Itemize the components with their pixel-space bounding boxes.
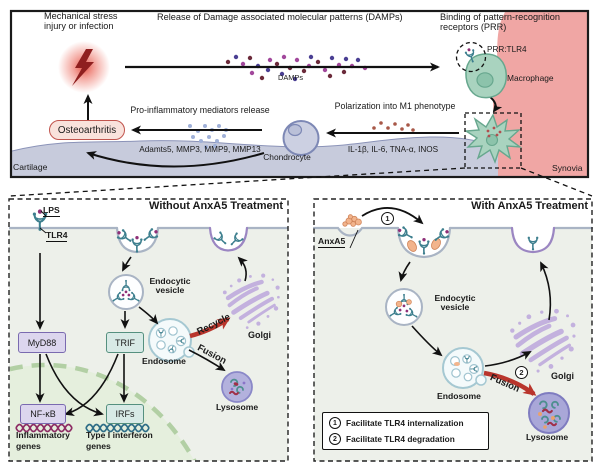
synovia-region	[492, 12, 587, 176]
prr-dashed-circle	[455, 41, 487, 73]
endosome-label-right: Endosome	[437, 391, 481, 401]
arrow-mmp-to-oa	[86, 151, 265, 168]
nfkb-box: NF-κB	[20, 404, 66, 424]
mechanical-stress-label: Mechanical stress injury or infection	[44, 11, 118, 31]
cytokine-dots	[372, 121, 415, 132]
arrow-recycle-red	[189, 317, 231, 339]
chondrocyte-label: Chondrocyte	[263, 152, 311, 162]
lysosome-right	[528, 392, 570, 434]
endosome-left	[148, 318, 195, 362]
cytokines-label: IL-1β, IL-6, TNA-α, INOS	[347, 145, 439, 154]
arrow-fusion-left	[188, 349, 226, 372]
endosome-right	[442, 347, 487, 389]
m1-macrophage-cell	[463, 113, 523, 164]
step1-badge: 1	[381, 212, 394, 225]
legend-box: 1 Facilitate TLR4 internalization 2 Faci…	[322, 412, 489, 450]
golgi-label-left: Golgi	[248, 330, 271, 340]
anxa5-label: AnxA5	[318, 236, 346, 248]
release-damps-title: Release of Damage associated molecular p…	[157, 12, 403, 22]
lps-label: LPS	[43, 205, 60, 217]
cartilage-label: Cartilage	[13, 162, 48, 172]
inflammatory-genes-dna	[15, 423, 73, 433]
pro-inflammatory-label: Pro-inflammatory mediators release	[130, 105, 270, 115]
arrow-golgi-cup	[237, 256, 248, 282]
arrow-golgi-cup-right	[540, 261, 552, 321]
legend-item-1: 1 Facilitate TLR4 internalization	[329, 417, 482, 429]
endocytic-vesicle-label-right: Endocytic vesicle	[434, 293, 476, 313]
lysosome-left	[221, 371, 253, 403]
endocytosis-cup-right	[396, 226, 452, 259]
zoom-connector-lines	[9, 167, 593, 197]
damps-dots	[225, 54, 368, 82]
damps-label: DAMPs	[278, 73, 304, 82]
arrow-anxa5-internalization	[361, 207, 424, 225]
arrow-myd88-irfs	[45, 353, 104, 417]
legend-num-2: 2	[329, 433, 341, 445]
recycling-cup-left	[208, 226, 249, 252]
step2-badge: 2	[515, 366, 528, 379]
endocytic-vesicle-label-left: Endocytic vesicle	[149, 276, 191, 296]
myd88-box: MyD88	[18, 332, 66, 353]
irfs-box: IRFs	[106, 404, 144, 424]
left-panel-title: Without AnxA5 Treatment	[149, 200, 283, 212]
prr-tlr4-label: PRR:TLR4	[487, 45, 527, 54]
chondrocyte-cell	[282, 120, 320, 156]
arrow-vesicle-endosome	[138, 306, 159, 325]
arrow-fusion-red	[483, 370, 537, 396]
lysosome-label-left: Lysosome	[216, 402, 259, 412]
right-panel-title: With AnxA5 Treatment	[471, 200, 588, 212]
arrow-endosome-golgi-right	[484, 351, 532, 367]
arrow-cup-vesicle	[122, 256, 132, 272]
osteoarthritis-box: Osteoarthritis	[49, 120, 125, 140]
membrane-right	[312, 226, 594, 237]
recycling-cup-right	[510, 226, 556, 254]
macrophage-cell	[464, 47, 507, 99]
polarization-label: Polarization into M1 phenotype	[334, 101, 456, 111]
interferon-genes-dna	[85, 423, 150, 433]
arrow-cup-vesicle-right	[398, 261, 411, 282]
tlr4-label: TLR4	[46, 230, 68, 242]
legend-num-1: 1	[329, 417, 341, 429]
legend-text-2: Facilitate TLR4 degradation	[346, 434, 455, 444]
endocytic-vesicle-left	[108, 274, 144, 310]
lysosome-label-right: Lysosome	[526, 432, 569, 442]
trif-box: TRIF	[106, 332, 144, 353]
top-panel-art	[9, 9, 590, 179]
binding-prr-title: Binding of pattern-recognition receptors…	[440, 12, 561, 32]
arrow-vesicle-endosome-right	[411, 325, 443, 357]
endosome-label-left: Endosome	[142, 356, 186, 366]
mmp-label: Adamts5, MMP3, MMP9, MMP13	[139, 145, 261, 154]
lightning-bolt-icon	[72, 49, 94, 86]
synovia-label: Synovia	[552, 163, 583, 173]
endocytic-vesicle-right	[385, 288, 423, 326]
legend-item-2: 2 Facilitate TLR4 degradation	[329, 433, 482, 445]
legend-text-1: Facilitate TLR4 internalization	[346, 418, 464, 428]
m1-dashed-box	[464, 112, 522, 169]
macrophage-label: Macrophage	[507, 73, 554, 83]
interferon-genes-label: Type I interferon genes	[86, 430, 153, 452]
arrow-trif-nfkb	[64, 353, 119, 417]
inflammatory-genes-label: Inflammatory genes	[16, 430, 70, 452]
golgi-label-right: Golgi	[551, 371, 574, 381]
